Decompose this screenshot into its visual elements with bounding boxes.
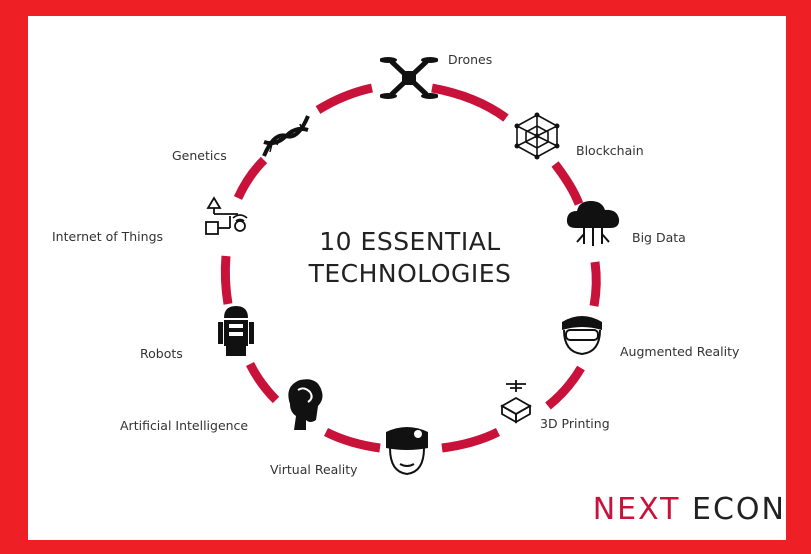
title-line-2: TECHNOLOGIES	[308, 259, 512, 288]
ring-segment	[441, 427, 501, 453]
cloud-data-icon	[566, 201, 620, 246]
infographic-frame: Drones Blockchain Big Data Augmented Rea…	[28, 16, 786, 540]
ar-headset-icon	[562, 316, 602, 356]
iot-icon	[205, 196, 248, 235]
ring-segments	[220, 83, 601, 453]
brand-part-1: NEXT	[592, 492, 681, 527]
label-robots: Robots	[140, 346, 183, 361]
ring-segment	[551, 161, 584, 206]
title-line-1: 10 ESSENTIAL	[319, 227, 501, 256]
diagram-title: 10 ESSENTIAL TECHNOLOGIES	[290, 226, 530, 290]
drone-icon	[380, 57, 438, 99]
label-big-data: Big Data	[632, 230, 686, 245]
ring-segment	[545, 365, 585, 410]
brand-part-2: ECON	[692, 492, 786, 527]
ring-segment	[315, 83, 373, 114]
ring-segment	[220, 255, 233, 305]
ring-segment	[233, 156, 268, 200]
label-internet-of-things: Internet of Things	[52, 229, 164, 244]
dna-icon	[262, 115, 310, 157]
vr-headset-icon	[386, 427, 428, 476]
label-genetics: Genetics	[172, 148, 227, 163]
brand-logo: NEXT ECON	[593, 492, 786, 527]
ring-segment	[323, 427, 381, 453]
blockchain-icon	[514, 112, 560, 160]
label-drones: Drones	[448, 52, 493, 67]
label-3d-printing: 3D Printing	[540, 416, 610, 431]
ring-segment	[245, 361, 280, 404]
brain-head-icon	[288, 379, 323, 430]
3d-printer-icon	[500, 380, 532, 424]
robot-icon	[218, 306, 254, 356]
label-augmented-reality: Augmented Reality	[620, 344, 740, 359]
label-virtual-reality: Virtual Reality	[270, 462, 358, 477]
ring-segment	[431, 83, 509, 122]
label-artificial-intelligence: Artificial Intelligence	[120, 418, 249, 433]
ring-segment	[589, 261, 601, 307]
label-blockchain: Blockchain	[576, 143, 644, 158]
